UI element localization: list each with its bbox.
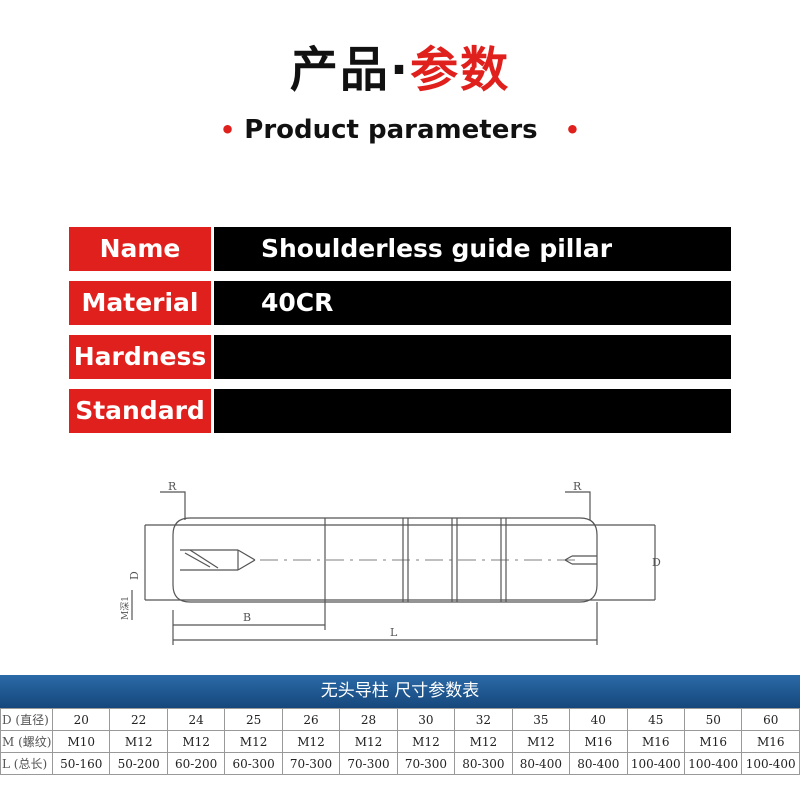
title-cn-black: 产品·: [289, 42, 411, 98]
title-english: • Product parameters •: [0, 112, 800, 148]
param-label: Standard: [69, 389, 214, 433]
table-cell: 50: [683, 708, 743, 731]
table-cell: M12: [224, 730, 283, 753]
param-label: Hardness: [69, 335, 214, 379]
table-cell: M12: [454, 730, 513, 753]
title-chinese: 产品·参数: [0, 40, 800, 100]
drawing-label-r-left: R: [168, 480, 177, 493]
table-cell: M12: [166, 730, 226, 753]
param-label: Material: [69, 281, 214, 325]
table-cell: 100-400: [626, 752, 685, 775]
table-cell: 50-200: [109, 752, 168, 775]
table-cell: M16: [626, 730, 685, 753]
table-cell: 35: [511, 708, 571, 731]
param-value: 40CR: [214, 281, 731, 325]
guide-pillar-drawing: R R D D M深1 B L: [120, 480, 661, 645]
title-en-text: Product parameters: [244, 115, 538, 145]
table-cell: 22: [109, 708, 168, 731]
table-cell: 80-300: [454, 752, 513, 775]
table-cell: M12: [281, 730, 341, 753]
param-row-standard: Standard: [69, 389, 731, 433]
row-header: L (总长): [0, 752, 53, 775]
table-cell: M12: [339, 730, 398, 753]
table-cell: M16: [741, 730, 800, 753]
param-row-name: Name Shoulderless guide pillar: [69, 227, 731, 271]
table-cell: 45: [626, 708, 685, 731]
drawing-label-l: L: [390, 626, 398, 639]
param-row-material: Material 40CR: [69, 281, 731, 325]
drawing-label-r-right: R: [573, 480, 582, 493]
drawing-label-d-left: D: [128, 571, 141, 580]
table-cell: M16: [569, 730, 628, 753]
table-cell: 100-400: [741, 752, 800, 775]
table-cell: 25: [224, 708, 283, 731]
drawing-label-m: M深1: [120, 596, 131, 620]
title-cn-red: 参数: [410, 42, 511, 98]
table-cell: 32: [454, 708, 513, 731]
spec-table-title: 无头导柱 尺寸参数表: [0, 675, 800, 708]
bullet-dot-right: •: [564, 116, 581, 144]
row-header: D (直径): [0, 708, 53, 731]
table-cell: 80-400: [569, 752, 628, 775]
table-cell: M10: [51, 730, 111, 753]
table-cell: 60-200: [166, 752, 226, 775]
table-cell: 40: [569, 708, 628, 731]
table-cell: 24: [166, 708, 226, 731]
param-value: Shoulderless guide pillar: [214, 227, 731, 271]
table-cell: M12: [511, 730, 571, 753]
drawing-label-b: B: [243, 611, 251, 624]
table-cell: M12: [109, 730, 168, 753]
table-cell: 60-300: [224, 752, 283, 775]
table-cell: M12: [396, 730, 456, 753]
param-row-hardness: Hardness: [69, 335, 731, 379]
table-cell: 28: [339, 708, 398, 731]
table-cell: 60: [741, 708, 800, 731]
table-cell: 20: [51, 708, 111, 731]
table-cell: 80-400: [511, 752, 571, 775]
row-header: M (螺纹): [0, 730, 53, 753]
table-cell: 70-300: [339, 752, 398, 775]
table-cell: 70-300: [281, 752, 341, 775]
table-cell: 100-400: [683, 752, 743, 775]
table-cell: 26: [281, 708, 341, 731]
table-cell: 30: [396, 708, 456, 731]
table-cell: 50-160: [51, 752, 111, 775]
drawing-label-d-right: D: [652, 556, 661, 569]
param-value: [214, 335, 731, 379]
table-cell: M16: [683, 730, 743, 753]
param-label: Name: [69, 227, 214, 271]
table-cell: 70-300: [396, 752, 456, 775]
bullet-dot-left: •: [219, 116, 236, 144]
param-value: [214, 389, 731, 433]
